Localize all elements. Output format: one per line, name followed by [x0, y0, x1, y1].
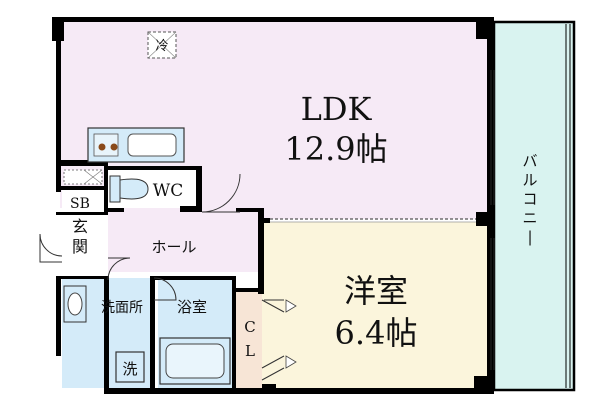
western-room-area — [262, 222, 490, 390]
door-swings — [39, 173, 285, 381]
ldk-size-label: 12.9帖 — [284, 130, 387, 168]
bath-label: 浴室 — [177, 298, 207, 316]
sliding-windows — [490, 70, 495, 370]
closet-area — [236, 292, 262, 388]
wash-basin — [63, 285, 87, 323]
kitchen-sink — [127, 133, 177, 157]
washroom-label: 洗面所 — [101, 300, 143, 316]
balcony-railing — [492, 20, 576, 392]
wc-label: WC — [153, 181, 183, 201]
sb-label: SB — [70, 196, 90, 212]
walls — [52, 17, 494, 394]
entrance-label: 玄関 — [72, 217, 88, 256]
stove-burner-icon — [110, 143, 118, 151]
western-room-label: 洋室 — [344, 272, 408, 310]
sb-area — [62, 190, 106, 212]
toilet — [109, 175, 149, 203]
bathtub — [159, 337, 231, 385]
kitchen-counter — [87, 127, 185, 163]
balcony-area — [494, 22, 574, 390]
hall-label: ホール — [151, 238, 196, 256]
ac-label: 冷 — [155, 39, 168, 54]
balcony-label: バルコニ| — [522, 152, 537, 246]
washer-box — [115, 351, 145, 383]
western-room-size-label: 6.4帖 — [335, 314, 418, 352]
stove-burner-icon — [98, 143, 106, 151]
storage-box — [63, 169, 103, 185]
ldk-label: LDK — [301, 90, 373, 128]
ldk-area — [60, 22, 490, 272]
washer-label: 洗 — [122, 360, 137, 378]
hall-area — [108, 214, 260, 272]
entrance-area — [62, 214, 106, 276]
